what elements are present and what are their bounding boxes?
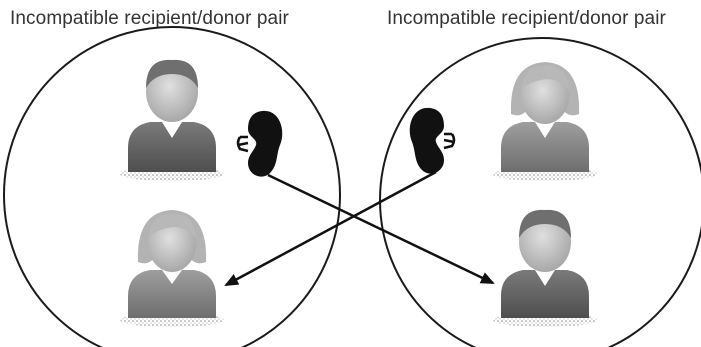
male-person-icon: [493, 210, 597, 327]
female-person-icon: [120, 210, 224, 327]
female-person-icon: [493, 62, 597, 181]
kidney-icon: [238, 111, 282, 177]
kidney-icon: [410, 108, 454, 174]
cross-arrow-icon: [226, 172, 436, 285]
male-person-icon: [120, 60, 224, 181]
